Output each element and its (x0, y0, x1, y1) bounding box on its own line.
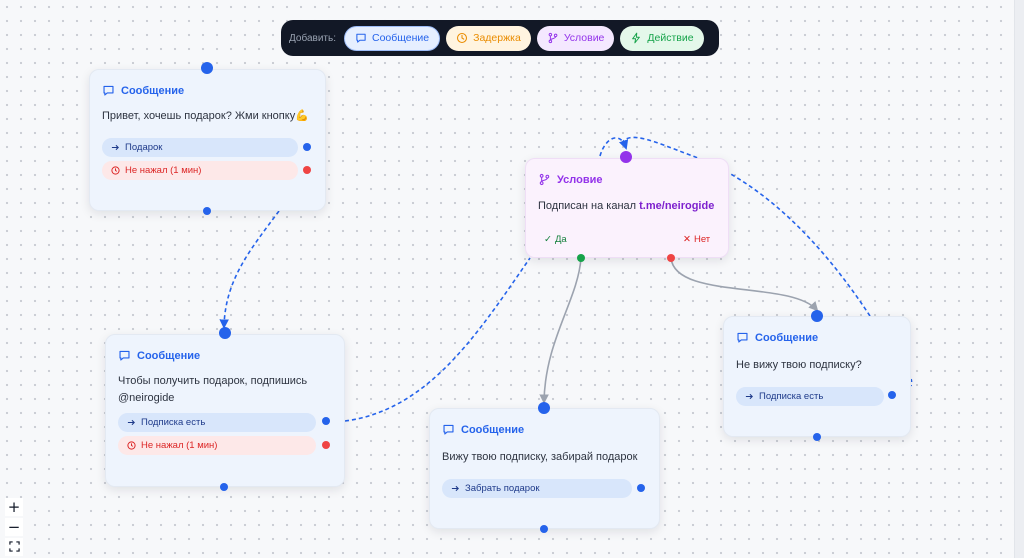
input-handle[interactable] (201, 62, 213, 74)
clock-icon (127, 441, 136, 450)
output-handle-gift[interactable] (303, 143, 311, 151)
input-handle[interactable] (811, 310, 823, 322)
condition-yes-branch[interactable]: ✓ Да (544, 234, 567, 245)
condition-no-branch[interactable]: ✕ Нет (683, 234, 710, 245)
inline-button-take-gift[interactable]: Забрать подарок (442, 479, 632, 498)
node-type-label: Сообщение (461, 423, 525, 436)
arrow-right-icon (451, 485, 459, 492)
inline-button-label: Забрать подарок (465, 483, 540, 494)
node-message-text: Вижу твою подписку, забирай подарок (442, 451, 638, 463)
node-header: Сообщение (118, 349, 200, 362)
clock-icon (111, 166, 120, 175)
add-delay-button[interactable]: Задержка (446, 25, 531, 51)
inline-button-gift[interactable]: Подарок (102, 138, 298, 157)
no-label: Нет (693, 234, 711, 245)
message-line-1: Чтобы получить подарок, подпишись (118, 375, 308, 387)
zoom-out-button[interactable]: − (5, 518, 23, 536)
edge-no-to-not-subscribed[interactable] (670, 257, 819, 312)
message-icon (119, 350, 130, 361)
input-handle[interactable] (620, 151, 632, 163)
node-type-label: Сообщение (137, 349, 201, 362)
zoom-controls: + − (4, 498, 24, 556)
node-type-label: Сообщение (755, 331, 819, 344)
message-node-not-subscribed[interactable]: Сообщение Не вижу твою подписку? Подписк… (723, 316, 911, 437)
output-handle-take-gift[interactable] (637, 484, 645, 492)
timeout-label: Не нажал (1 мин) (125, 165, 202, 176)
edge-gift-to-subscribe[interactable] (219, 210, 280, 329)
output-handle-yes[interactable] (577, 254, 585, 262)
inline-button-subscribed[interactable]: Подписка есть (736, 387, 884, 406)
add-action-label: Действие (647, 32, 694, 44)
output-handle-subscribed[interactable] (888, 391, 896, 399)
node-message-text: Не вижу твою подписку? (736, 359, 862, 371)
condition-node-subscription[interactable]: Условие Подписан на канал t.me/neirogide… (525, 158, 729, 258)
node-header: Условие (538, 173, 602, 186)
output-handle-subscribed[interactable] (322, 417, 330, 425)
lightning-icon (632, 32, 641, 44)
node-header: Сообщение (102, 84, 184, 97)
branch-icon (539, 173, 550, 186)
arrow-right-icon (111, 144, 119, 151)
add-node-toolbar: Добавить: Сообщение Задержка Условие Дей… (281, 20, 719, 56)
condition-text: Подписан на канал t.me/neirogide (538, 198, 714, 215)
add-condition-label: Условие (563, 32, 605, 44)
cross-icon: ✕ (683, 234, 691, 245)
output-handle-next[interactable] (540, 525, 548, 533)
node-type-label: Сообщение (121, 84, 185, 97)
arrow-right-icon (745, 393, 753, 400)
add-condition-button[interactable]: Условие (536, 25, 615, 51)
zoom-in-button[interactable]: + (5, 498, 23, 516)
message-node-gift[interactable]: Сообщение Привет, хочешь подарок? Жми кн… (89, 69, 326, 211)
message-icon (103, 85, 114, 96)
node-header: Сообщение (736, 331, 818, 344)
inline-button-label: Подписка есть (141, 417, 206, 428)
add-action-button[interactable]: Действие (620, 25, 704, 51)
output-handle-no[interactable] (667, 254, 675, 262)
edge-yes-to-gift-message[interactable] (539, 257, 582, 404)
input-handle[interactable] (219, 327, 231, 339)
fullscreen-icon (8, 540, 20, 552)
output-handle-timeout[interactable] (303, 166, 311, 174)
message-icon (356, 33, 366, 43)
canvas-edge (1014, 0, 1024, 558)
output-handle-next[interactable] (220, 483, 228, 491)
check-icon: ✓ (544, 234, 552, 245)
add-message-button[interactable]: Сообщение (343, 25, 441, 51)
timeout-label: Не нажал (1 мин) (141, 440, 218, 451)
message-icon (443, 424, 454, 435)
edge-subscribed-to-condition[interactable] (344, 257, 531, 422)
channel-link: t.me/neirogide (639, 200, 715, 212)
output-handle-next[interactable] (813, 433, 821, 441)
input-handle[interactable] (538, 402, 550, 414)
message-icon (737, 332, 748, 343)
inline-button-label: Подарок (125, 142, 163, 153)
message-node-subscribe[interactable]: Сообщение Чтобы получить подарок, подпиш… (105, 334, 345, 487)
arrow-right-icon (127, 419, 135, 426)
inline-button-subscribed[interactable]: Подписка есть (118, 413, 316, 432)
condition-description: Подписан на канал (538, 200, 640, 212)
output-handle-timeout[interactable] (322, 441, 330, 449)
add-delay-label: Задержка (473, 32, 521, 44)
node-type-label: Условие (557, 173, 603, 186)
inline-button-label: Подписка есть (759, 391, 824, 402)
clock-icon (457, 32, 468, 44)
output-handle-next[interactable] (203, 207, 211, 215)
fit-view-button[interactable] (5, 538, 23, 556)
add-message-label: Сообщение (371, 32, 430, 44)
toolbar-label: Добавить: (289, 32, 336, 44)
timeout-branch[interactable]: Не нажал (1 мин) (102, 161, 298, 180)
message-node-gift-ready[interactable]: Сообщение Вижу твою подписку, забирай по… (429, 408, 660, 529)
node-header: Сообщение (442, 423, 524, 436)
message-line-2: @neirogide (118, 392, 175, 404)
yes-label: Да (554, 234, 567, 245)
timeout-branch[interactable]: Не нажал (1 мин) (118, 436, 316, 455)
branch-icon (548, 32, 558, 44)
node-message-text: Привет, хочешь подарок? Жми кнопку💪 (102, 110, 309, 122)
node-message-text: Чтобы получить подарок, подпишись @neiro… (118, 373, 307, 407)
